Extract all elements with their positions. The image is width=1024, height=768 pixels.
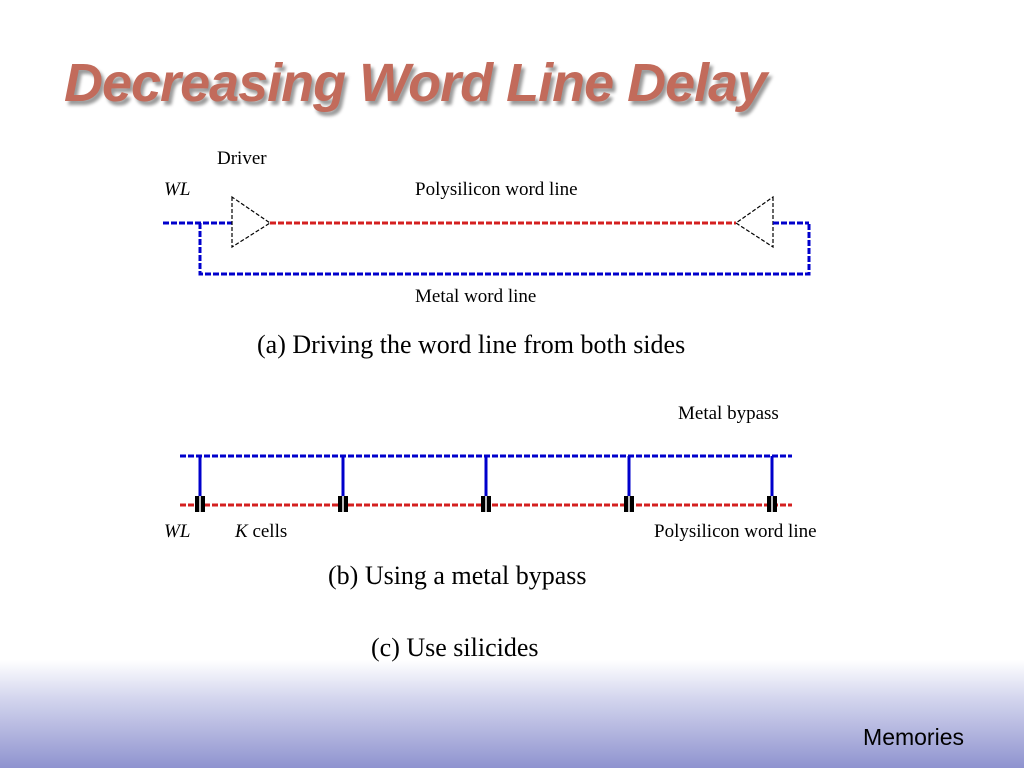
wl-label-b: WL bbox=[164, 521, 190, 542]
diagram-a: Driver WL Polysilicon word line Metal wo… bbox=[163, 148, 811, 359]
caption-a: (a) Driving the word line from both side… bbox=[257, 330, 685, 359]
caption-c: (c) Use silicides bbox=[371, 633, 539, 662]
driver-label: Driver bbox=[217, 148, 267, 169]
k-label: K bbox=[234, 521, 249, 542]
footer-label: Memories bbox=[863, 724, 964, 750]
wl-label-a: WL bbox=[164, 179, 190, 200]
caption-b: (b) Using a metal bypass bbox=[328, 561, 587, 590]
right-driver-triangle bbox=[734, 195, 774, 249]
slide-title: Decreasing Word Line Delay bbox=[64, 53, 767, 113]
left-driver-triangle bbox=[231, 195, 272, 249]
metal-word-line-loop bbox=[198, 223, 811, 276]
bypass-contacts bbox=[195, 456, 777, 512]
metal-word-line-label: Metal word line bbox=[415, 286, 536, 307]
diagram-b: Metal bypass WL K cells Polysilicon word… bbox=[164, 403, 817, 590]
polysilicon-word-line-label-b: Polysilicon word line bbox=[654, 521, 817, 542]
footer-gradient-band bbox=[0, 660, 1024, 768]
metal-bypass-label: Metal bypass bbox=[678, 403, 779, 424]
k-cells-label: K cells bbox=[234, 521, 287, 542]
cells-label: cells bbox=[248, 521, 288, 542]
polysilicon-word-line-label-a: Polysilicon word line bbox=[415, 179, 578, 200]
